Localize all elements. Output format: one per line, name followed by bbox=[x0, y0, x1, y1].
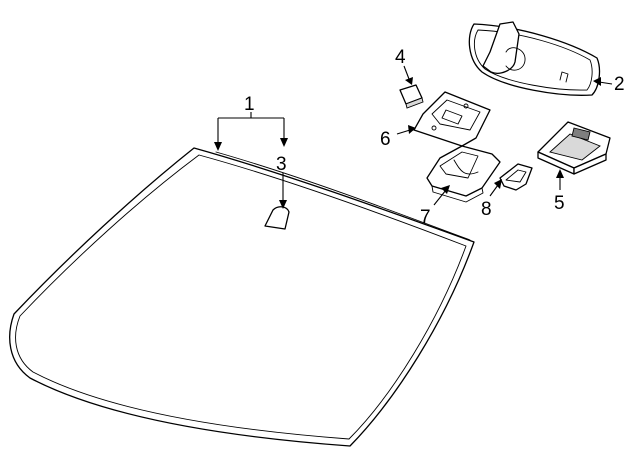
callout-2: 2 bbox=[614, 74, 625, 95]
part-4-connector bbox=[399, 84, 424, 109]
callout-labels: 1 2 3 4 5 6 7 8 bbox=[244, 47, 625, 228]
callout-4: 4 bbox=[395, 47, 406, 68]
windshield bbox=[9, 147, 475, 447]
callout-6: 6 bbox=[380, 129, 391, 150]
rear-view-mirror bbox=[468, 21, 601, 96]
callout-5: 5 bbox=[554, 193, 565, 214]
leader-lines bbox=[214, 65, 613, 209]
callout-7: 7 bbox=[420, 207, 431, 228]
part-7-cover bbox=[426, 145, 501, 203]
callout-1: 1 bbox=[244, 94, 255, 115]
part-6-mounting-plate bbox=[413, 91, 491, 147]
callout-8: 8 bbox=[481, 199, 492, 220]
callout-3: 3 bbox=[276, 154, 287, 175]
part-8-clip bbox=[499, 163, 533, 191]
part-5-housing bbox=[537, 121, 611, 175]
